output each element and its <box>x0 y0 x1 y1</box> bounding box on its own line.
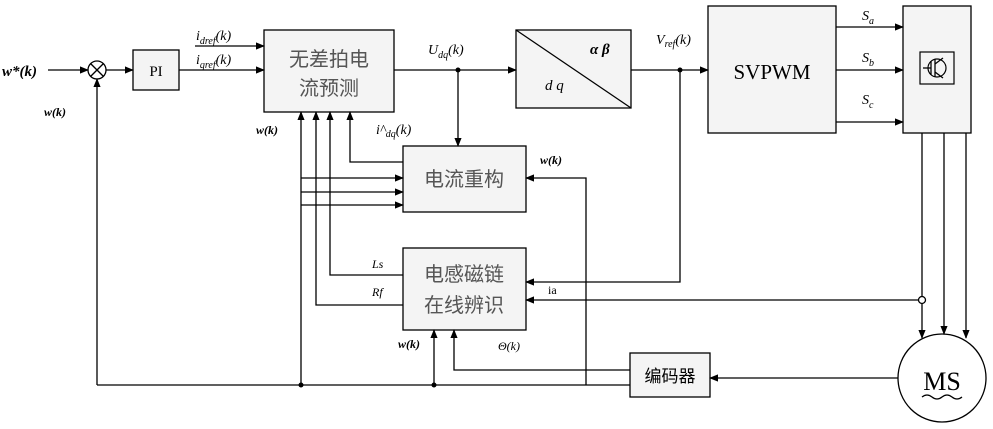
i-qref-label: iqref(k) <box>196 53 232 71</box>
rf-label: Rf <box>371 285 384 299</box>
w-ref-label: w*(k) <box>2 64 37 80</box>
v-ref-label: Vref(k) <box>656 33 691 50</box>
sb-label: Sb <box>862 51 874 69</box>
ident-label-line2: 在线辨识 <box>424 293 504 317</box>
sc-label: Sc <box>862 93 874 111</box>
theta-label: Θ(k) <box>498 339 520 353</box>
w-feedback-label-left: w(k) <box>44 105 66 119</box>
pi-controller-block: PI <box>132 49 180 91</box>
transform-output-label: α β <box>590 42 610 58</box>
inverter-block <box>902 5 972 134</box>
u-dq-label: Udq(k) <box>428 43 464 61</box>
sum-junction <box>87 60 107 80</box>
pi-label: PI <box>149 64 162 80</box>
parameter-identification-block: 电感磁链 在线辨识 <box>402 247 527 331</box>
motor-block: MS <box>897 333 987 423</box>
w-reconstruct-label: w(k) <box>540 153 562 167</box>
transform-input-label: d q <box>545 78 564 94</box>
w-prediction-label: w(k) <box>256 123 278 137</box>
i-hat-dq-label: i^dq(k) <box>376 123 412 140</box>
encoder-block: 编码器 <box>629 352 711 398</box>
dq-to-alphabeta-block: d q α β <box>515 29 632 109</box>
signal-lines <box>48 23 970 388</box>
encoder-label: 编码器 <box>645 367 696 386</box>
predict-label-line2: 流预测 <box>299 76 359 100</box>
current-reconstruction-block: 电流重构 <box>402 145 527 213</box>
motor-label: MS <box>923 367 961 396</box>
sa-label: Sa <box>862 9 874 27</box>
deadbeat-prediction-block: 无差拍电 流预测 <box>263 29 395 113</box>
ia-label: ia <box>548 283 557 297</box>
i-dref-label: idref(k) <box>196 29 232 47</box>
svpwm-label: SVPWM <box>733 60 810 84</box>
ls-label: Ls <box>371 257 384 271</box>
w-ident-label: w(k) <box>398 337 420 351</box>
svpwm-block: SVPWM <box>707 5 837 134</box>
ident-label-line1: 电感磁链 <box>424 262 504 286</box>
reconstruct-label: 电流重构 <box>424 167 504 191</box>
motor-wave-icon <box>921 394 963 400</box>
predict-label-line1: 无差拍电 <box>289 47 369 71</box>
igbt-icon <box>919 51 955 85</box>
